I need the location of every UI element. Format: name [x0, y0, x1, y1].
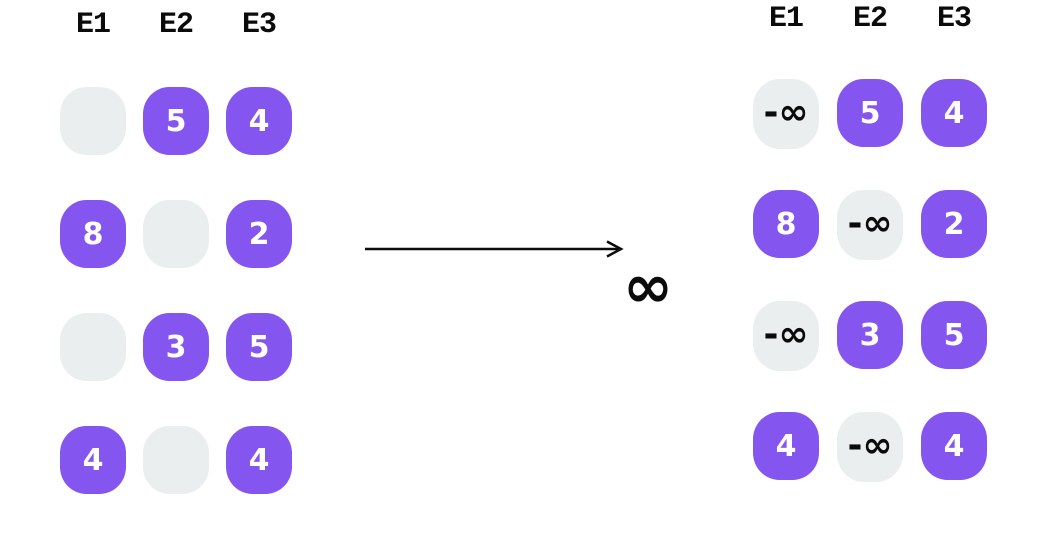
right-cell-r3c1-neg-infinity: -∞: [837, 412, 903, 482]
left-cell-r1c0: 8: [60, 200, 126, 268]
right-cell-r1c2: 2: [921, 190, 987, 258]
right-header-e3: E3: [936, 2, 972, 36]
right-matrix: E1 E2 E3 -∞ 5 4 8 -∞ 2 -∞ 3 5 4 -∞ 4: [753, 2, 987, 482]
left-cell-r2c0-empty: [60, 313, 126, 381]
left-cell-r0c0-empty: [60, 87, 126, 155]
left-matrix: E1 E2 E3 5 4 8 2 3 5 4 4: [60, 8, 292, 494]
left-cell-r0c1: 5: [143, 87, 209, 155]
left-cell-r3c2: 4: [226, 426, 292, 494]
infinity-icon: ∞: [623, 252, 673, 322]
right-cell-r2c2: 5: [921, 301, 987, 369]
right-cell-r0c1: 5: [837, 79, 903, 147]
left-header-e1: E1: [75, 8, 111, 42]
right-cell-r0c0-neg-infinity: -∞: [753, 79, 819, 149]
right-cell-r2c0-neg-infinity: -∞: [753, 301, 819, 371]
left-header-e3: E3: [241, 8, 277, 42]
right-header-e1: E1: [768, 2, 804, 36]
right-cell-r3c2: 4: [921, 412, 987, 480]
right-header-e2: E2: [852, 2, 888, 36]
left-cell-r1c1-empty: [143, 200, 209, 268]
left-cell-r0c2: 4: [226, 87, 292, 155]
left-header-e2: E2: [158, 8, 194, 42]
right-cell-r2c1: 3: [837, 301, 903, 369]
left-cell-r1c2: 2: [226, 200, 292, 268]
left-cell-r3c1-empty: [143, 426, 209, 494]
left-cell-r3c0: 4: [60, 426, 126, 494]
left-cell-r2c2: 5: [226, 313, 292, 381]
right-cell-r1c0: 8: [753, 190, 819, 258]
right-cell-r3c0: 4: [753, 412, 819, 480]
right-cell-r0c2: 4: [921, 79, 987, 147]
left-cell-r2c1: 3: [143, 313, 209, 381]
right-cell-r1c1-neg-infinity: -∞: [837, 190, 903, 260]
arrow-right-icon: [365, 240, 624, 258]
